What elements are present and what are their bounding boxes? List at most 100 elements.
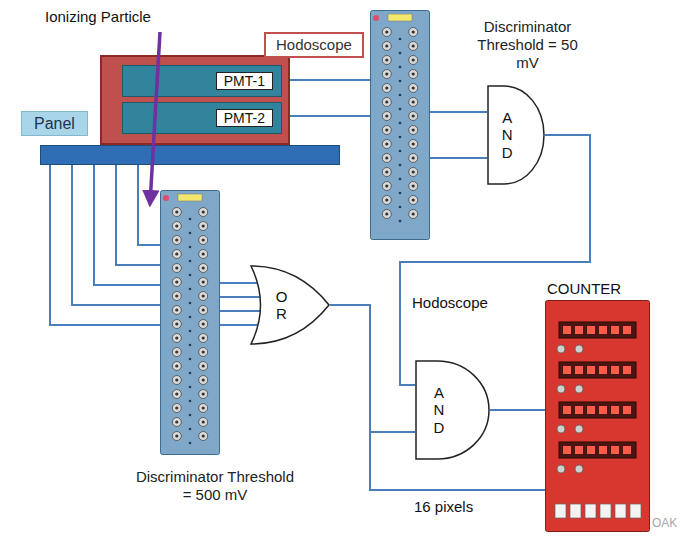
display-digit [587, 366, 595, 374]
bnc-connector [172, 208, 181, 217]
bnc-pin [175, 308, 178, 311]
module-led [163, 195, 169, 201]
bnc-connector [382, 112, 391, 121]
bnc-pin [385, 72, 388, 75]
signal-wire [220, 296, 264, 298]
display-digit [575, 406, 583, 414]
bnc-connector [199, 404, 208, 413]
bnc-connector [382, 210, 391, 219]
signal-wire [282, 79, 370, 81]
bnc-connector [172, 348, 181, 357]
bnc-pin [385, 30, 388, 33]
module-screw [399, 150, 402, 153]
bnc-connector [199, 236, 208, 245]
bnc-pin [412, 184, 415, 187]
gate-label: A N D [432, 384, 447, 436]
module-screw [399, 122, 402, 125]
signal-wire [430, 157, 487, 159]
display-digit [575, 326, 583, 334]
bnc-pin [385, 128, 388, 131]
discriminator-module: Discriminator Threshold = 500 mV [160, 190, 220, 455]
bnc-connector [172, 278, 181, 287]
signal-wire [220, 282, 262, 284]
module-screw [189, 288, 192, 291]
counter-connector [557, 465, 565, 473]
display-digit [611, 366, 619, 374]
bnc-pin [412, 72, 415, 75]
bnc-connector [199, 418, 208, 427]
counter-module: COUNTER [545, 300, 650, 532]
module-screw [399, 66, 402, 69]
module-panel [371, 11, 430, 240]
bnc-connector [199, 390, 208, 399]
bnc-connector [172, 376, 181, 385]
counter-connector [557, 345, 565, 353]
display-digit [599, 406, 607, 414]
bnc-pin [412, 156, 415, 159]
bnc-pin [385, 142, 388, 145]
node-heading: Discriminator Threshold = 500 mV [135, 468, 295, 504]
bnc-connector [409, 126, 418, 135]
node-heading: Discriminator Threshold = 50 mV [470, 18, 585, 72]
bnc-pin [385, 156, 388, 159]
pmt-box: PMT-2 [122, 102, 282, 134]
module-screw [189, 232, 192, 235]
bnc-pin [412, 86, 415, 89]
module-screw [399, 108, 402, 111]
bnc-pin [175, 210, 178, 213]
bnc-pin [412, 30, 415, 33]
or-gate-outline [251, 266, 329, 344]
bnc-connector [172, 236, 181, 245]
display-digit [611, 446, 619, 454]
module-screw [399, 178, 402, 181]
signal-wire [490, 409, 545, 411]
display-digit [611, 326, 619, 334]
signal-wire [330, 305, 545, 490]
bnc-pin [412, 128, 415, 131]
signal-wire [220, 310, 264, 312]
counter-display [559, 442, 636, 458]
module-screw [189, 428, 192, 431]
signal-wire [138, 165, 160, 245]
display-digit [563, 326, 571, 334]
bnc-connector [172, 404, 181, 413]
bnc-connector [382, 168, 391, 177]
bnc-pin [175, 294, 178, 297]
counter-connector [575, 465, 583, 473]
bnc-pin [385, 212, 388, 215]
bnc-pin [175, 266, 178, 269]
module-screw [399, 164, 402, 167]
bnc-connector [199, 348, 208, 357]
signal-wire [220, 324, 262, 326]
module-screw [189, 400, 192, 403]
bnc-pin [175, 392, 178, 395]
display-digit [587, 326, 595, 334]
pmt-label: PMT-2 [216, 109, 273, 128]
bnc-connector [409, 98, 418, 107]
bnc-connector [172, 418, 181, 427]
module-screw [189, 316, 192, 319]
bnc-connector [382, 140, 391, 149]
module-screw [399, 94, 402, 97]
counter-connector [557, 425, 565, 433]
or-drawing [250, 265, 330, 345]
node-heading: Hodoscope [264, 32, 364, 58]
bnc-pin [202, 238, 205, 241]
particle-label: Ionizing Particle [45, 8, 151, 26]
particle-arrow [150, 32, 160, 204]
bnc-pin [175, 336, 178, 339]
bnc-connector [409, 84, 418, 93]
bnc-pin [202, 434, 205, 437]
counter-display [559, 322, 636, 338]
bnc-pin [175, 434, 178, 437]
bnc-pin [175, 420, 178, 423]
bnc-pin [385, 100, 388, 103]
bnc-connector [199, 208, 208, 217]
bnc-pin [412, 198, 415, 201]
bnc-connector [382, 84, 391, 93]
signal-wire [72, 165, 160, 305]
bnc-connector [172, 292, 181, 301]
bnc-connector [409, 196, 418, 205]
bnc-pin [385, 198, 388, 201]
